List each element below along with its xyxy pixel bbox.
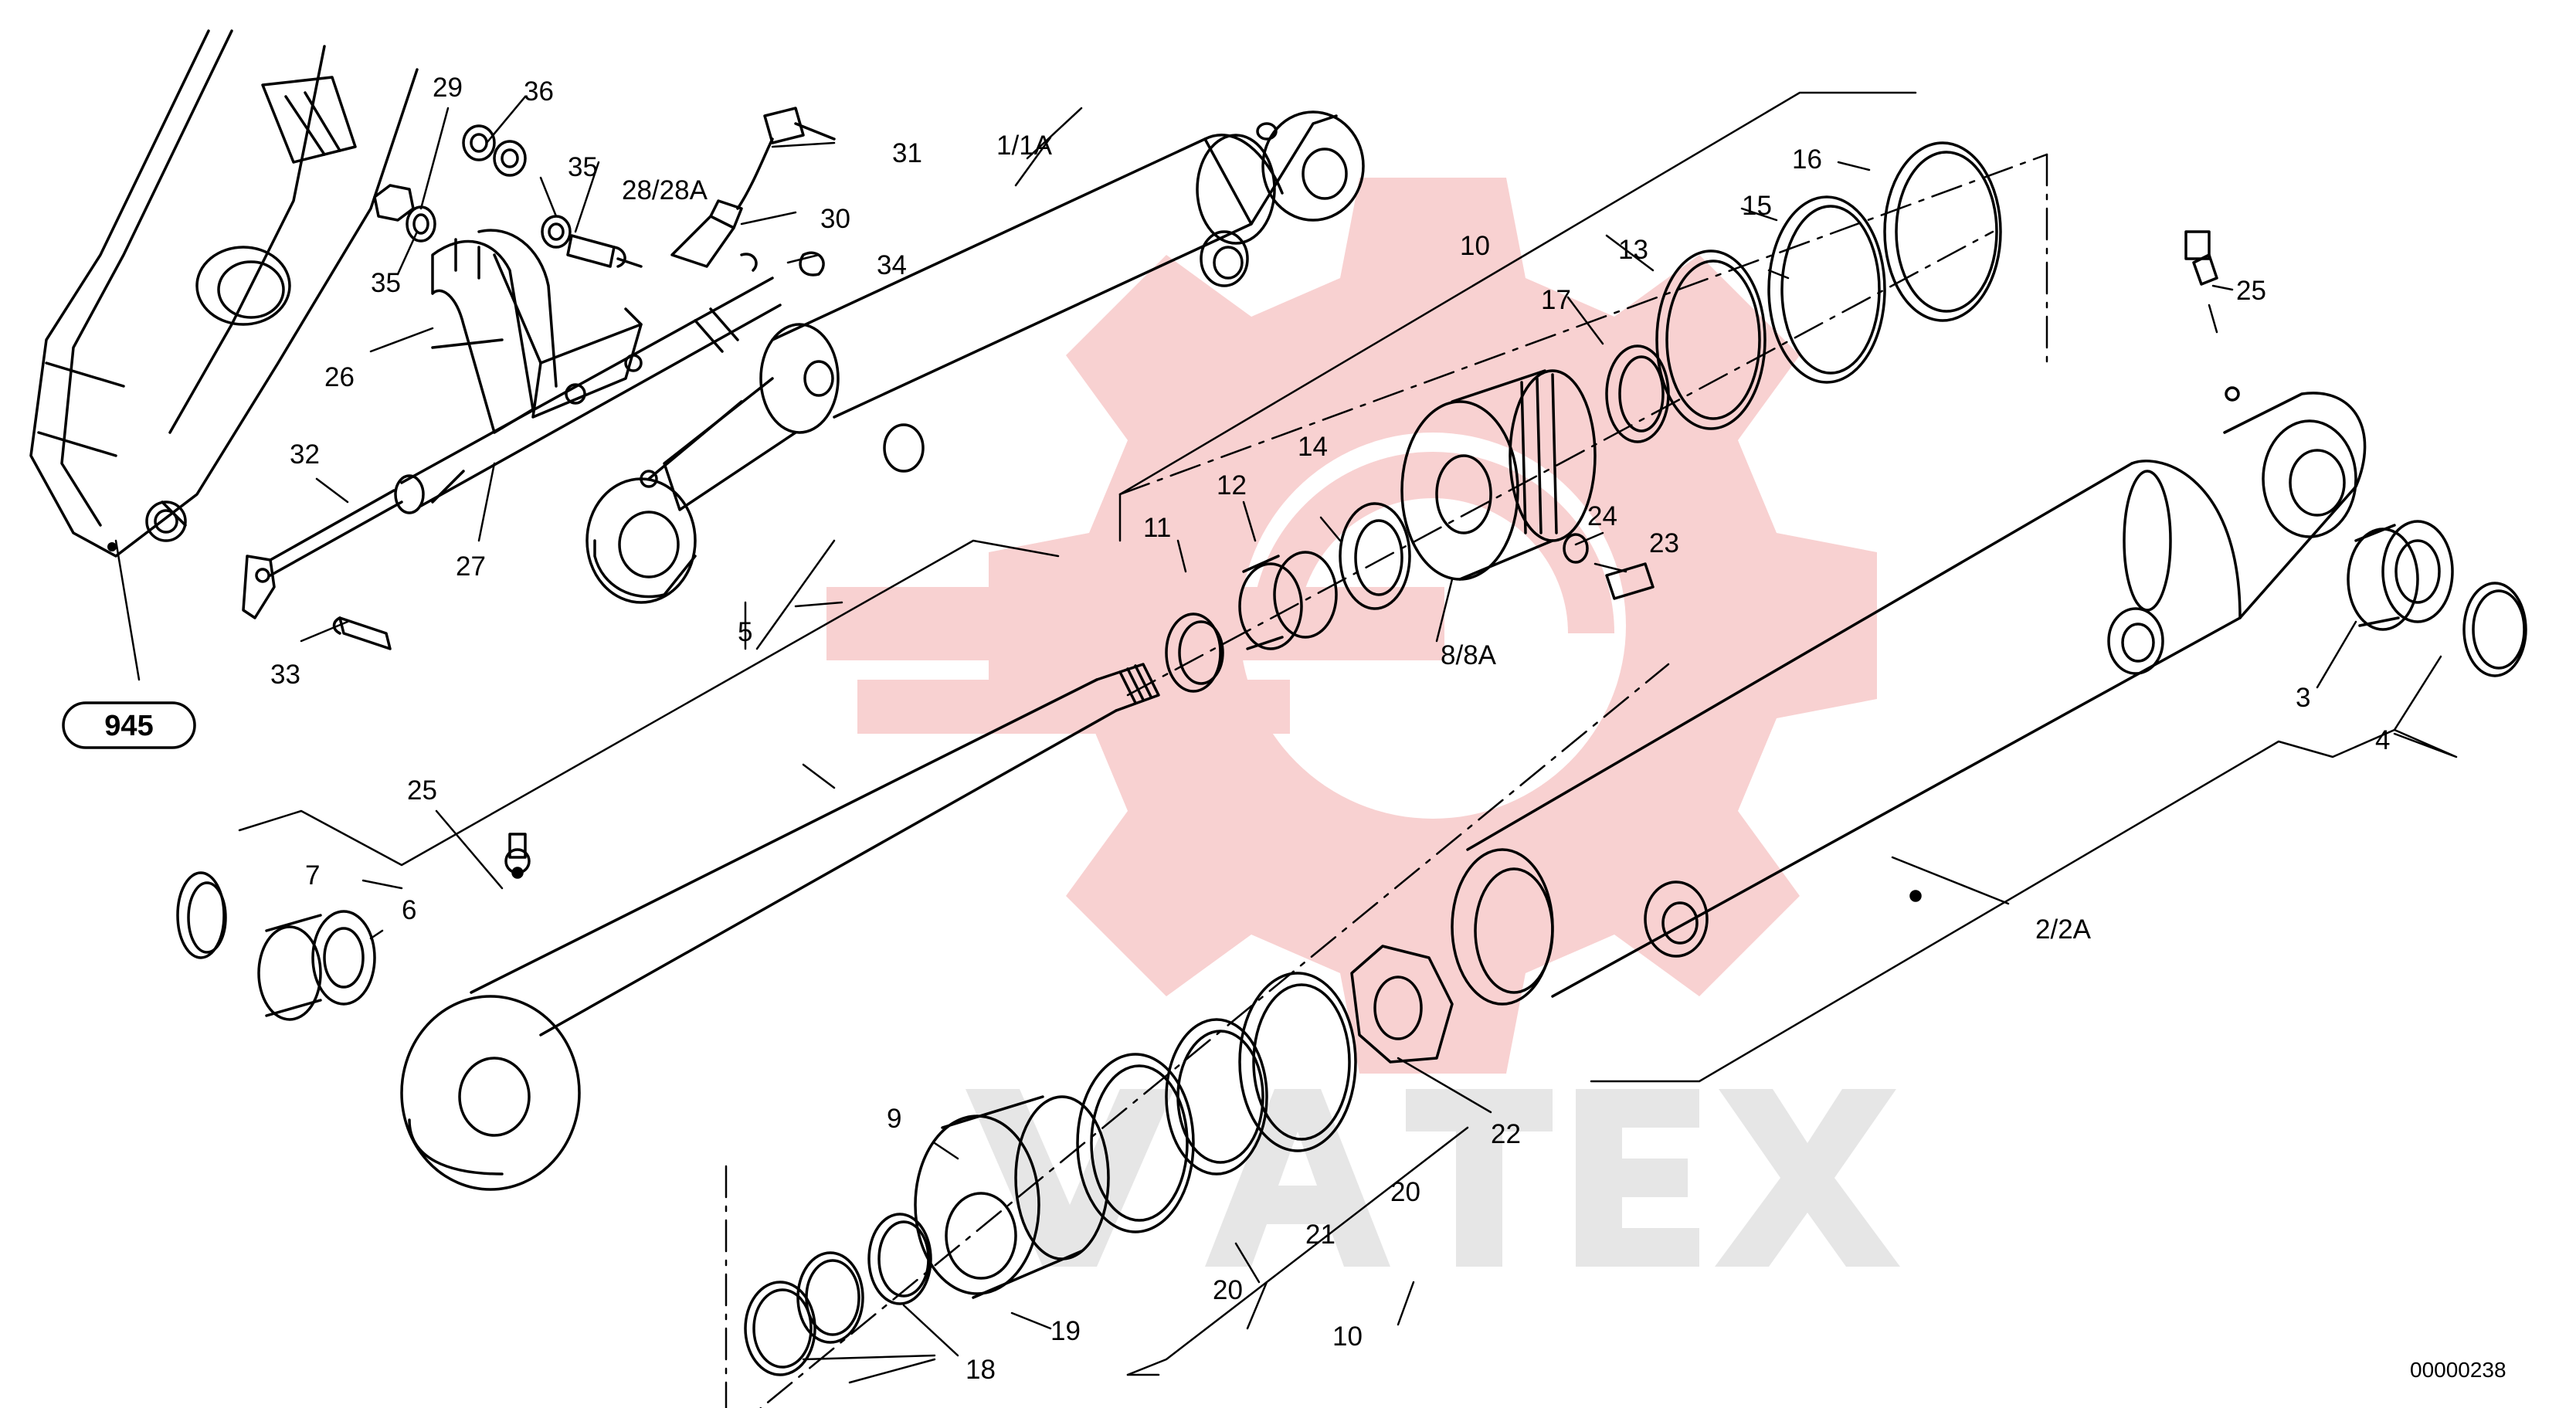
callout-24: 24 [1587,501,1617,531]
callout-28-28A: 28/28A [622,175,708,205]
callout-31: 31 [892,138,922,168]
callout-6: 6 [402,895,416,925]
watermark-text [966,1089,1900,1267]
callout-10-top: 10 [1460,231,1490,261]
cylinder-2 [1451,386,2367,1006]
bushing-6 [176,833,531,1021]
watermark-letter-t [1406,1089,1553,1267]
callout-18: 18 [966,1355,996,1385]
boom-structure [29,29,419,558]
centre-lines [725,153,2048,1408]
callout-10-bottom: 10 [1332,1321,1363,1352]
pin-27 [242,277,782,650]
watermark-letter-a [1205,1089,1390,1267]
piston-rod-5 [400,663,1160,1191]
group-brackets [238,91,2396,1376]
callout-25-right: 25 [2236,276,2266,306]
callout-23: 23 [1649,528,1679,558]
watermark-letter-x [1715,1089,1900,1267]
callout-17: 17 [1541,285,1571,315]
callout-labels: 1/1A 31 30 34 28/28A 35 36 29 35 26 32 2… [270,73,2390,1385]
callout-35-top: 35 [568,152,598,182]
bushing-3 [2184,230,2527,677]
callout-22: 22 [1491,1119,1521,1149]
callout-20-left: 20 [1213,1275,1243,1305]
callout-12: 12 [1217,470,1247,500]
watermark-arc [1251,452,1614,634]
callout-1-1A: 1/1A [996,131,1053,161]
callout-2-2A: 2/2A [2035,914,2092,945]
reference-badge[interactable]: 945 [62,542,196,749]
line-art [29,29,2527,1408]
callout-8-8A: 8/8A [1441,640,1497,670]
callout-32: 32 [290,439,320,470]
callout-19: 19 [1050,1316,1081,1346]
watermark-letter-e [1576,1089,1699,1267]
callout-5: 5 [738,617,752,647]
callout-21: 21 [1305,1220,1336,1250]
callout-33: 33 [270,660,300,690]
callout-34: 34 [877,250,907,280]
callout-3: 3 [2296,683,2310,713]
leader-lines [114,95,2458,1384]
callout-36: 36 [524,76,554,107]
callout-15: 15 [1742,191,1772,221]
seals-upper [1165,141,2002,693]
reference-badge-label: 945 [104,710,153,742]
callout-16: 16 [1792,144,1822,175]
callout-9: 9 [887,1104,901,1134]
callout-27: 27 [456,551,486,582]
callout-30: 30 [820,204,850,234]
reference-badge-outline [62,701,196,749]
callout-25-left: 25 [407,775,437,806]
callout-7: 7 [305,860,320,891]
cylinder-1 [585,110,1365,604]
callout-4: 4 [2375,725,2390,755]
callout-13: 13 [1618,235,1648,265]
drawing-number: 00000238 [2410,1358,2506,1382]
callout-20-right: 20 [1390,1177,1420,1207]
watermark-bar-2 [857,680,1290,734]
small-hardware [373,124,572,249]
callout-11: 11 [1143,513,1171,543]
watermark-letter-v [966,1089,1174,1267]
bracket-26 [431,229,643,434]
sensor-assembly [566,107,836,277]
watermark-bar [826,587,1444,660]
callout-29: 29 [433,73,463,103]
watermark-gear-logo [826,178,1877,1074]
reference-dot [107,542,117,551]
callout-35-left: 35 [371,268,401,298]
callout-26: 26 [324,362,355,392]
callout-14: 14 [1298,432,1328,462]
